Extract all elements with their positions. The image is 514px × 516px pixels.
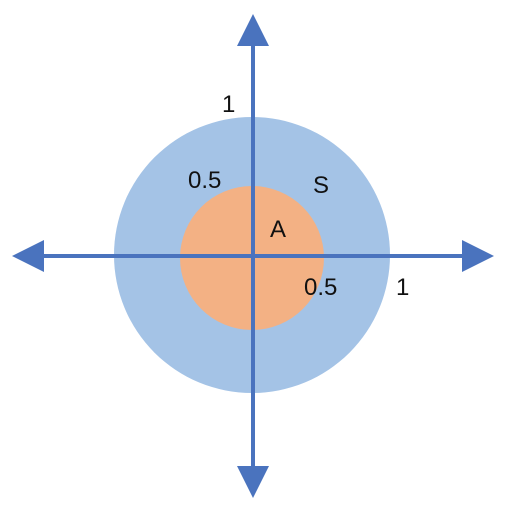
- label-region-a: A: [270, 216, 286, 243]
- label-region-s: S: [313, 172, 329, 199]
- label-x-half: 0.5: [304, 274, 337, 301]
- label-x-one: 1: [396, 274, 409, 301]
- label-y-half: 0.5: [188, 167, 221, 194]
- label-y-one: 1: [222, 91, 235, 118]
